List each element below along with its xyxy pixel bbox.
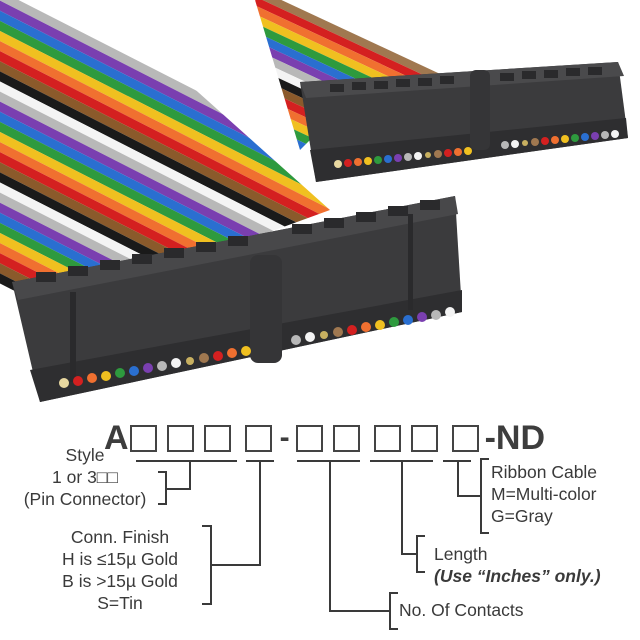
length-digit-box-1 — [373, 424, 401, 452]
style-label: Style 1 or 3□□ (Pin Connector) — [10, 444, 160, 510]
style-leader-v — [189, 461, 191, 489]
length-leader-h — [401, 553, 417, 555]
finish-digit-box — [244, 424, 272, 452]
style-digit-box-2 — [166, 424, 194, 452]
contacts-leader-v — [329, 461, 331, 611]
style-digit-box-3 — [203, 424, 231, 452]
finish-line3: S=Tin — [97, 593, 143, 613]
ribbon-leader-v — [457, 461, 459, 497]
ribbon-line1: M=Multi-color — [491, 484, 597, 504]
finish-leader-h — [210, 564, 261, 566]
ribbon-bracket-top — [480, 458, 489, 460]
front-idc-connector — [12, 196, 462, 402]
ribbon-line2: G=Gray — [491, 506, 553, 526]
ribbon-title: Ribbon Cable — [491, 462, 598, 482]
style-leader-h — [165, 488, 191, 490]
length-label: Length (Use “Inches” only.) — [434, 543, 601, 587]
finish-leader-v — [259, 461, 261, 565]
ribbon-bracket-v — [480, 458, 482, 534]
ribbon-label: Ribbon Cable M=Multi-color G=Gray — [491, 461, 597, 527]
length-bracket-bottom — [416, 571, 425, 573]
style-line2: (Pin Connector) — [23, 489, 147, 509]
style-underline — [136, 460, 237, 462]
ribbon-cable-assembly-image — [0, 0, 640, 402]
length-bracket-top — [416, 535, 425, 537]
back-idc-connector — [300, 62, 628, 182]
finish-title: Conn. Finish — [70, 527, 170, 547]
style-bracket-v — [165, 471, 167, 505]
contacts-bracket-top — [389, 592, 398, 594]
contacts-bracket-v — [389, 592, 391, 630]
part-number: A - -ND — [104, 421, 545, 455]
contacts-digit-box-1 — [295, 424, 323, 452]
part-number-prefix: A — [104, 419, 129, 457]
length-bracket-v — [416, 535, 418, 573]
contacts-bracket-bottom — [389, 628, 398, 630]
length-leader-v — [401, 461, 403, 555]
finish-bracket-v — [210, 525, 212, 605]
part-number-suffix: -ND — [484, 419, 545, 457]
finish-line2: B is >15µ Gold — [62, 571, 178, 591]
style-bracket-top — [158, 471, 167, 473]
contacts-digit-box-2 — [332, 424, 360, 452]
finish-line1: H is ≤15µ Gold — [62, 549, 178, 569]
length-note: (Use “Inches” only.) — [434, 566, 601, 586]
ribbon-leader-h — [457, 495, 481, 497]
contacts-underline — [297, 460, 360, 462]
part-number-separator: - — [279, 421, 290, 454]
contacts-title: No. Of Contacts — [399, 600, 524, 620]
style-line1: 1 or 3□□ — [52, 467, 118, 487]
ribbon-bracket-bottom — [480, 532, 489, 534]
front-connector-wire-ends — [59, 307, 455, 388]
finish-bracket-top — [202, 525, 212, 527]
contacts-label: No. Of Contacts — [399, 599, 524, 621]
ribbon-digit-box — [451, 424, 479, 452]
back-connector-wire-ends — [334, 130, 619, 168]
finish-bracket-bottom — [202, 603, 212, 605]
finish-label: Conn. Finish H is ≤15µ Gold B is >15µ Go… — [40, 526, 200, 614]
style-bracket-bottom — [158, 503, 167, 505]
contacts-leader-h — [329, 610, 391, 612]
style-title: Style — [65, 445, 105, 465]
length-title: Length — [434, 544, 488, 564]
style-digit-box-1 — [129, 424, 157, 452]
length-digit-box-2 — [410, 424, 438, 452]
